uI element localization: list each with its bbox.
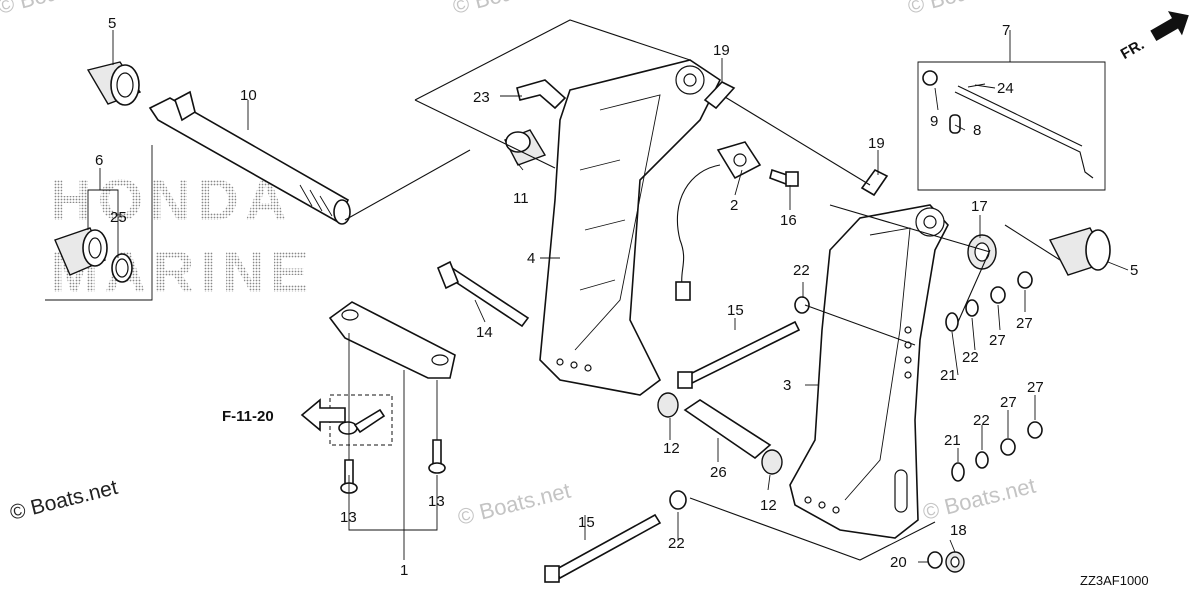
diagram-code: ZZ3AF1000 [1080, 573, 1149, 588]
wire-clip-upper [703, 81, 736, 110]
callout-13-right: 13 [428, 493, 445, 510]
bolt-sensor [769, 168, 799, 187]
bolt-long-upper [436, 260, 530, 328]
tilt-rod [922, 70, 1094, 179]
bushing-inset [54, 227, 108, 276]
callout-9: 9 [930, 113, 938, 130]
callout-14: 14 [476, 324, 493, 341]
thrust-plate [328, 301, 456, 379]
watermark-faint-top-center: © Boats.net [450, 0, 568, 19]
front-direction-indicator: FR. [1118, 11, 1189, 63]
callout-20: 20 [890, 554, 907, 571]
callout-5-left: 5 [108, 15, 116, 32]
callout-26: 26 [710, 464, 727, 481]
leader-lines [87, 19, 1129, 563]
callout-27-mid-a: 27 [989, 332, 1006, 349]
callout-2: 2 [730, 197, 738, 214]
callout-12-right: 12 [760, 497, 777, 514]
collar-right [967, 234, 997, 270]
callout-18: 18 [950, 522, 967, 539]
callout-3: 3 [783, 377, 791, 394]
callout-1: 1 [400, 562, 408, 579]
callout-16: 16 [780, 212, 797, 229]
callout-labels: 5 10 6 25 23 19 11 2 16 4 14 13 13 1 19 … [95, 15, 1138, 579]
washer-22-lower [669, 490, 687, 510]
stern-bracket-right [789, 204, 949, 539]
rod-box [917, 61, 1106, 191]
callout-13-left: 13 [340, 509, 357, 526]
watermark-faint-top-left: © Boats.net [0, 0, 113, 19]
bolt-13-right [428, 439, 446, 474]
bushing-12-left [657, 392, 679, 418]
brand-line-1: HONDA [50, 168, 293, 233]
callout-6: 6 [95, 152, 103, 169]
callout-15-lower: 15 [578, 514, 595, 531]
callout-27-lower-a: 27 [1000, 394, 1017, 411]
ground-terminal [338, 408, 386, 435]
stern-bracket-left [539, 59, 722, 396]
callout-7: 7 [1002, 22, 1010, 39]
callout-19-lower: 19 [868, 135, 885, 152]
swivel-shaft [148, 90, 351, 225]
callout-12-left: 12 [663, 440, 680, 457]
watermark-main: © Boats.net [8, 476, 120, 525]
callout-27-mid-b: 27 [1016, 315, 1033, 332]
reference-arrow [300, 398, 346, 432]
callout-22-upper: 22 [793, 262, 810, 279]
callout-10: 10 [240, 87, 257, 104]
watermark-faint-top-right: © Boats.net [905, 0, 1023, 19]
inset-border [45, 145, 153, 301]
o-ring [111, 253, 133, 283]
nut-18 [945, 551, 965, 573]
clip [516, 79, 567, 110]
callout-21-lower: 21 [944, 432, 961, 449]
bolt-15-upper [677, 320, 801, 389]
bushing-12-right [761, 449, 783, 475]
watermark-faint-right: © Boats.net [920, 473, 1038, 525]
reference-label: F-11-20 [222, 408, 274, 425]
callout-11: 11 [513, 190, 529, 207]
callout-21-mid: 21 [940, 367, 957, 384]
bushing-right [1048, 227, 1111, 276]
callout-15-upper: 15 [727, 302, 744, 319]
brand-logo: HONDA MARINE [50, 168, 309, 305]
callout-22-mid: 22 [962, 349, 979, 366]
bolt-15-lower [544, 513, 662, 583]
callout-22-lower-right: 22 [973, 412, 990, 429]
collar [504, 129, 547, 166]
callout-19-upper: 19 [713, 42, 730, 59]
wire-clip-lower [860, 168, 889, 197]
callout-17: 17 [971, 198, 988, 215]
spacer-shaft [683, 399, 772, 460]
washer-20 [927, 551, 943, 569]
washers-nuts-lower [951, 421, 1043, 482]
trim-sensor [675, 141, 762, 301]
callout-27-lower-b: 27 [1027, 379, 1044, 396]
callout-25: 25 [110, 209, 127, 226]
watermark-faint-center: © Boats.net [455, 478, 573, 530]
callout-8: 8 [973, 122, 981, 139]
callout-4: 4 [527, 250, 535, 267]
callout-23: 23 [473, 89, 490, 106]
bushing-left [86, 61, 142, 106]
callout-22-bottom: 22 [668, 535, 685, 552]
front-direction-label: FR. [1118, 36, 1147, 63]
callout-24: 24 [997, 80, 1014, 97]
callout-5-right: 5 [1130, 262, 1138, 279]
